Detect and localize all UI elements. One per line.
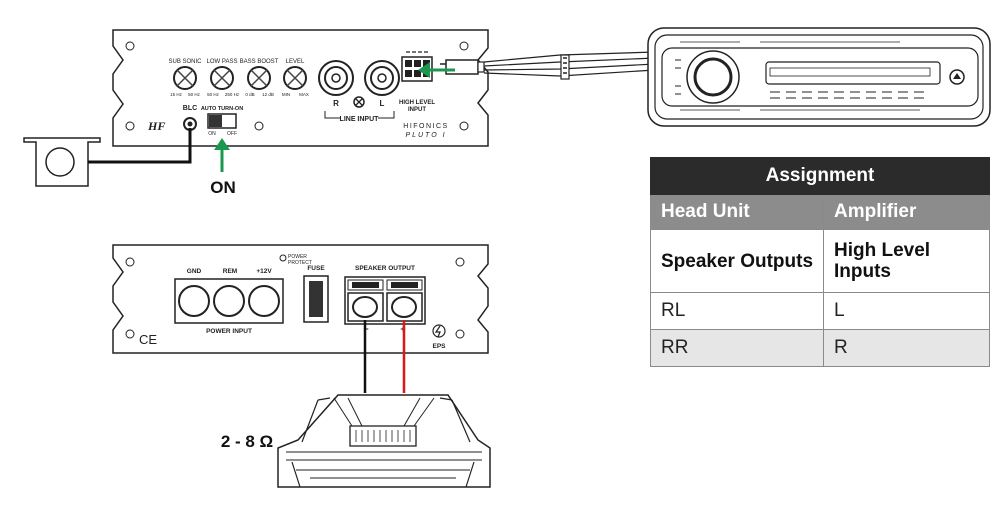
green-arrow-switch <box>214 138 230 172</box>
knob-label: LEVEL <box>286 59 305 65</box>
power-input-label: POWER INPUT <box>206 328 252 335</box>
knob-max: 50 Hz <box>188 92 201 97</box>
table-cell: L <box>823 292 990 330</box>
table-row: RL L <box>650 292 990 330</box>
high-level-label-2: INPUT <box>408 107 426 113</box>
high-level-label-1: HIGH LEVEL <box>399 100 435 106</box>
table-row: RR R <box>650 329 990 367</box>
column-header-head-unit: Head Unit <box>650 194 824 230</box>
screw-hole <box>254 121 264 131</box>
table-cell: RL <box>650 292 824 330</box>
green-arrow-high-level <box>418 62 455 78</box>
screw-hole <box>125 121 135 131</box>
table-title: Assignment <box>650 157 990 195</box>
ground-screw-icon <box>353 96 365 108</box>
on-label: ON <box>210 178 236 197</box>
assignment-table: Assignment Head Unit Amplifier Speaker O… <box>650 157 990 367</box>
power-terminal-block <box>174 278 284 324</box>
knob-label: SUB SONIC <box>168 59 202 65</box>
knob-bass-boost[interactable]: BASS BOOST 0 dB 12 dB <box>240 59 279 97</box>
model-name: PLUTO I <box>405 132 446 139</box>
rca-right-label: R <box>333 99 339 108</box>
plus12-terminal[interactable] <box>248 285 280 317</box>
amplifier-bottom: GND REM +12V POWER INPUT POWER PROTECT F… <box>112 244 489 354</box>
bass-remote-knob[interactable] <box>45 147 75 177</box>
power-protect-led <box>279 254 287 262</box>
hf-logo: HF <box>147 119 165 133</box>
screw-hole <box>459 121 469 131</box>
fuse-label: FUSE <box>307 265 325 272</box>
screw-hole <box>459 41 469 51</box>
power-protect-label-2: PROTECT <box>288 260 312 266</box>
fuse[interactable] <box>303 275 329 323</box>
impedance-label: 2 - 8 Ω <box>221 432 273 451</box>
rca-left-jack[interactable] <box>364 60 400 96</box>
knob-label: LOW PASS <box>207 59 238 65</box>
power-protect-label-1: POWER <box>288 254 307 260</box>
screw-hole <box>455 257 465 267</box>
auto-turn-on-label: AUTO TURN-ON <box>201 106 243 112</box>
plus12-label: +12V <box>256 268 272 275</box>
brand-name: HIFONICS <box>403 123 448 130</box>
knob-min: MIN <box>282 92 290 97</box>
line-input-bracket <box>324 111 395 119</box>
knob-level[interactable]: LEVEL MIN MAX <box>282 59 309 97</box>
knob-label: BASS BOOST <box>240 59 279 65</box>
knob-sub-sonic[interactable]: SUB SONIC 15 Hz 50 Hz <box>168 59 202 97</box>
speaker-output-block <box>344 276 426 325</box>
knob-max: 12 dB <box>262 92 274 97</box>
rem-terminal[interactable] <box>213 285 245 317</box>
line-input-label: LINE INPUT <box>340 116 380 123</box>
speaker-output-label: SPEAKER OUTPUT <box>355 265 415 272</box>
screw-hole <box>125 41 135 51</box>
table-cell: R <box>823 329 990 367</box>
rem-label: REM <box>223 268 237 275</box>
screw-hole <box>455 329 465 339</box>
blc-label: BLC <box>183 105 197 112</box>
switch-on-label: ON <box>208 131 216 137</box>
table-cell: RR <box>650 329 824 367</box>
column-header-amplifier: Amplifier <box>823 194 990 230</box>
knob-min: 0 dB <box>245 92 254 97</box>
knob-max: MAX <box>299 92 309 97</box>
knob-min: 15 Hz <box>170 92 183 97</box>
knob-low-pass[interactable]: LOW PASS 50 Hz 250 Hz <box>207 59 240 97</box>
cell-speaker-outputs: Speaker Outputs <box>650 229 824 293</box>
bass-remote <box>23 128 192 187</box>
cell-high-level-inputs: High Level Inputs <box>823 229 990 293</box>
eps-icon <box>432 324 446 338</box>
amplifier-top: SUB SONIC 15 Hz 50 Hz LOW PASS 50 Hz 250… <box>112 29 489 147</box>
gnd-terminal[interactable] <box>178 285 210 317</box>
eps-label: EPS <box>432 343 446 350</box>
head-unit <box>647 27 991 127</box>
knob-max: 250 Hz <box>225 92 240 97</box>
switch-off-label: OFF <box>227 131 237 137</box>
knob-min: 50 Hz <box>207 92 220 97</box>
auto-turn-on-switch[interactable] <box>207 113 237 129</box>
rca-left-label: L <box>380 99 385 108</box>
screw-hole <box>125 257 135 267</box>
rca-right-jack[interactable] <box>318 60 354 96</box>
subwoofer <box>277 394 491 488</box>
gnd-label: GND <box>187 268 202 275</box>
screw-hole <box>125 329 135 339</box>
ce-mark: CE <box>139 332 157 347</box>
